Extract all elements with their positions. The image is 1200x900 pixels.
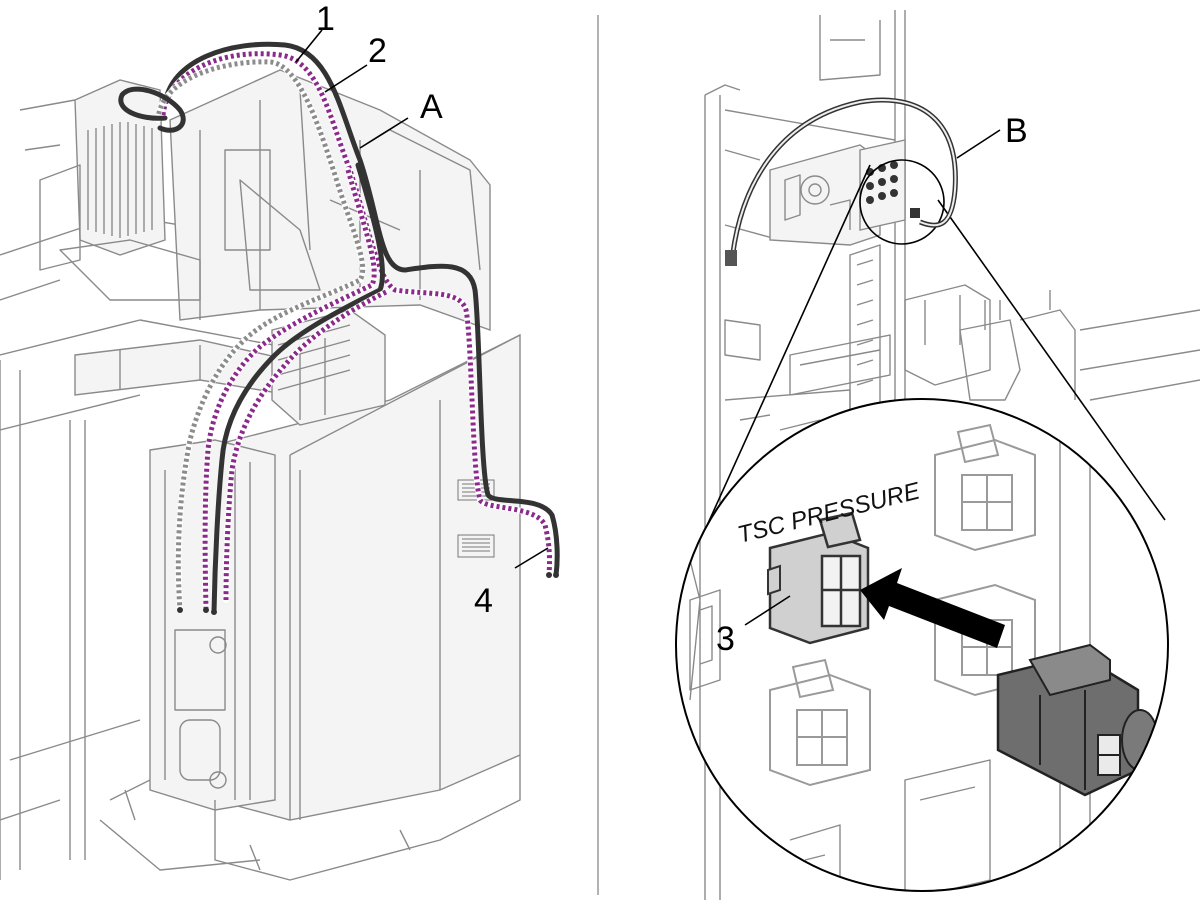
callout-A: A (420, 88, 443, 126)
cable-end-cap (546, 572, 552, 578)
motor-assembly (19, 79, 201, 301)
cable-A-black-branch-outline (211, 162, 385, 615)
left-cable-bundle (118, 41, 560, 615)
insert-arrow-icon (860, 568, 1005, 648)
cable-1-purple-branch (202, 169, 377, 611)
faded-connector-1 (934, 423, 1036, 552)
cable-A-black-outline (162, 41, 560, 578)
mating-plug (996, 643, 1159, 797)
left-callouts: 1 2 A 4 (295, 0, 549, 620)
cable-end-cap (177, 607, 183, 613)
zoom-source-circle (859, 159, 945, 245)
cable-short-loop-outline (118, 86, 186, 133)
magnifier-circle-icon: TSC PRESSURE (675, 398, 1169, 892)
cable-1-purple-branch2-outline (223, 289, 389, 603)
callout-2: 2 (368, 32, 387, 70)
cable-1-purple (160, 51, 552, 576)
faded-connector-3 (769, 658, 871, 787)
cable-end-cap (553, 572, 559, 578)
cable-2-gray-outline (155, 58, 366, 613)
callout-B: B (1005, 112, 1028, 150)
cable-end-cap (211, 609, 217, 615)
tsc-pressure-connector (767, 511, 870, 645)
left-panel-machine (0, 69, 521, 881)
callout-3: 3 (716, 620, 735, 658)
right-callouts: B 3 (716, 112, 1028, 658)
callout-1: 1 (316, 0, 335, 38)
connector-bank (859, 139, 920, 231)
callout-4: 4 (474, 582, 493, 620)
cable-end-cap (203, 607, 209, 613)
sensor-cable-B (725, 97, 958, 266)
right-panel-machine (704, 10, 1200, 900)
valve-block (769, 144, 881, 246)
